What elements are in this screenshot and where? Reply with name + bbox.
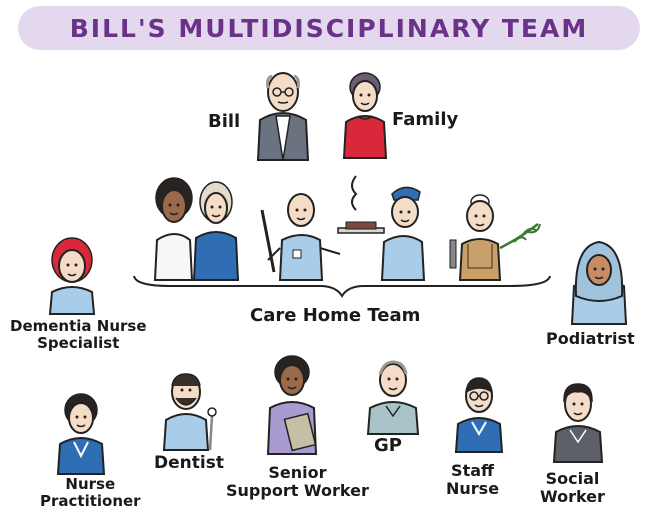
care-home-team-label: Care Home Team bbox=[250, 305, 421, 326]
podiatrist-figure bbox=[570, 240, 628, 325]
nurse-practitioner-line-1: Nurse bbox=[65, 475, 116, 493]
podiatrist-label: Podiatrist bbox=[546, 329, 635, 348]
bill-figure bbox=[256, 72, 310, 161]
senior-support-worker-line-2: Support Worker bbox=[226, 481, 369, 501]
dentist-label: Dentist bbox=[154, 453, 224, 473]
nurse-practitioner-figure bbox=[56, 393, 106, 475]
staff-nurse-label: Staff Nurse bbox=[446, 461, 500, 499]
diagram-title: BILL'S MULTIDISCIPLINARY TEAM bbox=[69, 13, 589, 43]
senior-support-worker-label: Senior Support Worker bbox=[226, 463, 369, 501]
nurse-practitioner-line-2: Practitioner bbox=[40, 492, 141, 511]
title-banner: BILL'S MULTIDISCIPLINARY TEAM bbox=[18, 6, 640, 50]
staff-nurse-line-1: Staff bbox=[451, 461, 494, 480]
social-worker-line-1: Social bbox=[545, 469, 600, 488]
senior-support-worker-line-1: Senior bbox=[268, 463, 327, 482]
staff-nurse-line-2: Nurse bbox=[446, 479, 500, 499]
dementia-nurse-label: Dementia Nurse Specialist bbox=[10, 317, 147, 353]
social-worker-figure bbox=[552, 383, 604, 463]
dementia-nurse-figure bbox=[48, 237, 96, 315]
staff-nurse-figure bbox=[454, 377, 504, 453]
dementia-nurse-line-2: Specialist bbox=[37, 334, 120, 353]
bill-label: Bill bbox=[208, 111, 241, 132]
senior-support-worker-figure bbox=[266, 355, 318, 455]
family-figure bbox=[342, 72, 388, 159]
gp-figure bbox=[366, 360, 420, 435]
family-label: Family bbox=[392, 109, 459, 130]
social-worker-label: Social Worker bbox=[540, 469, 605, 507]
care-home-team-group bbox=[133, 175, 551, 298]
nurse-practitioner-label: Nurse Practitioner bbox=[40, 475, 141, 511]
dementia-nurse-line-1: Dementia Nurse bbox=[10, 317, 147, 335]
gp-label: GP bbox=[374, 435, 402, 456]
social-worker-line-2: Worker bbox=[540, 487, 605, 507]
dentist-figure bbox=[162, 373, 217, 451]
